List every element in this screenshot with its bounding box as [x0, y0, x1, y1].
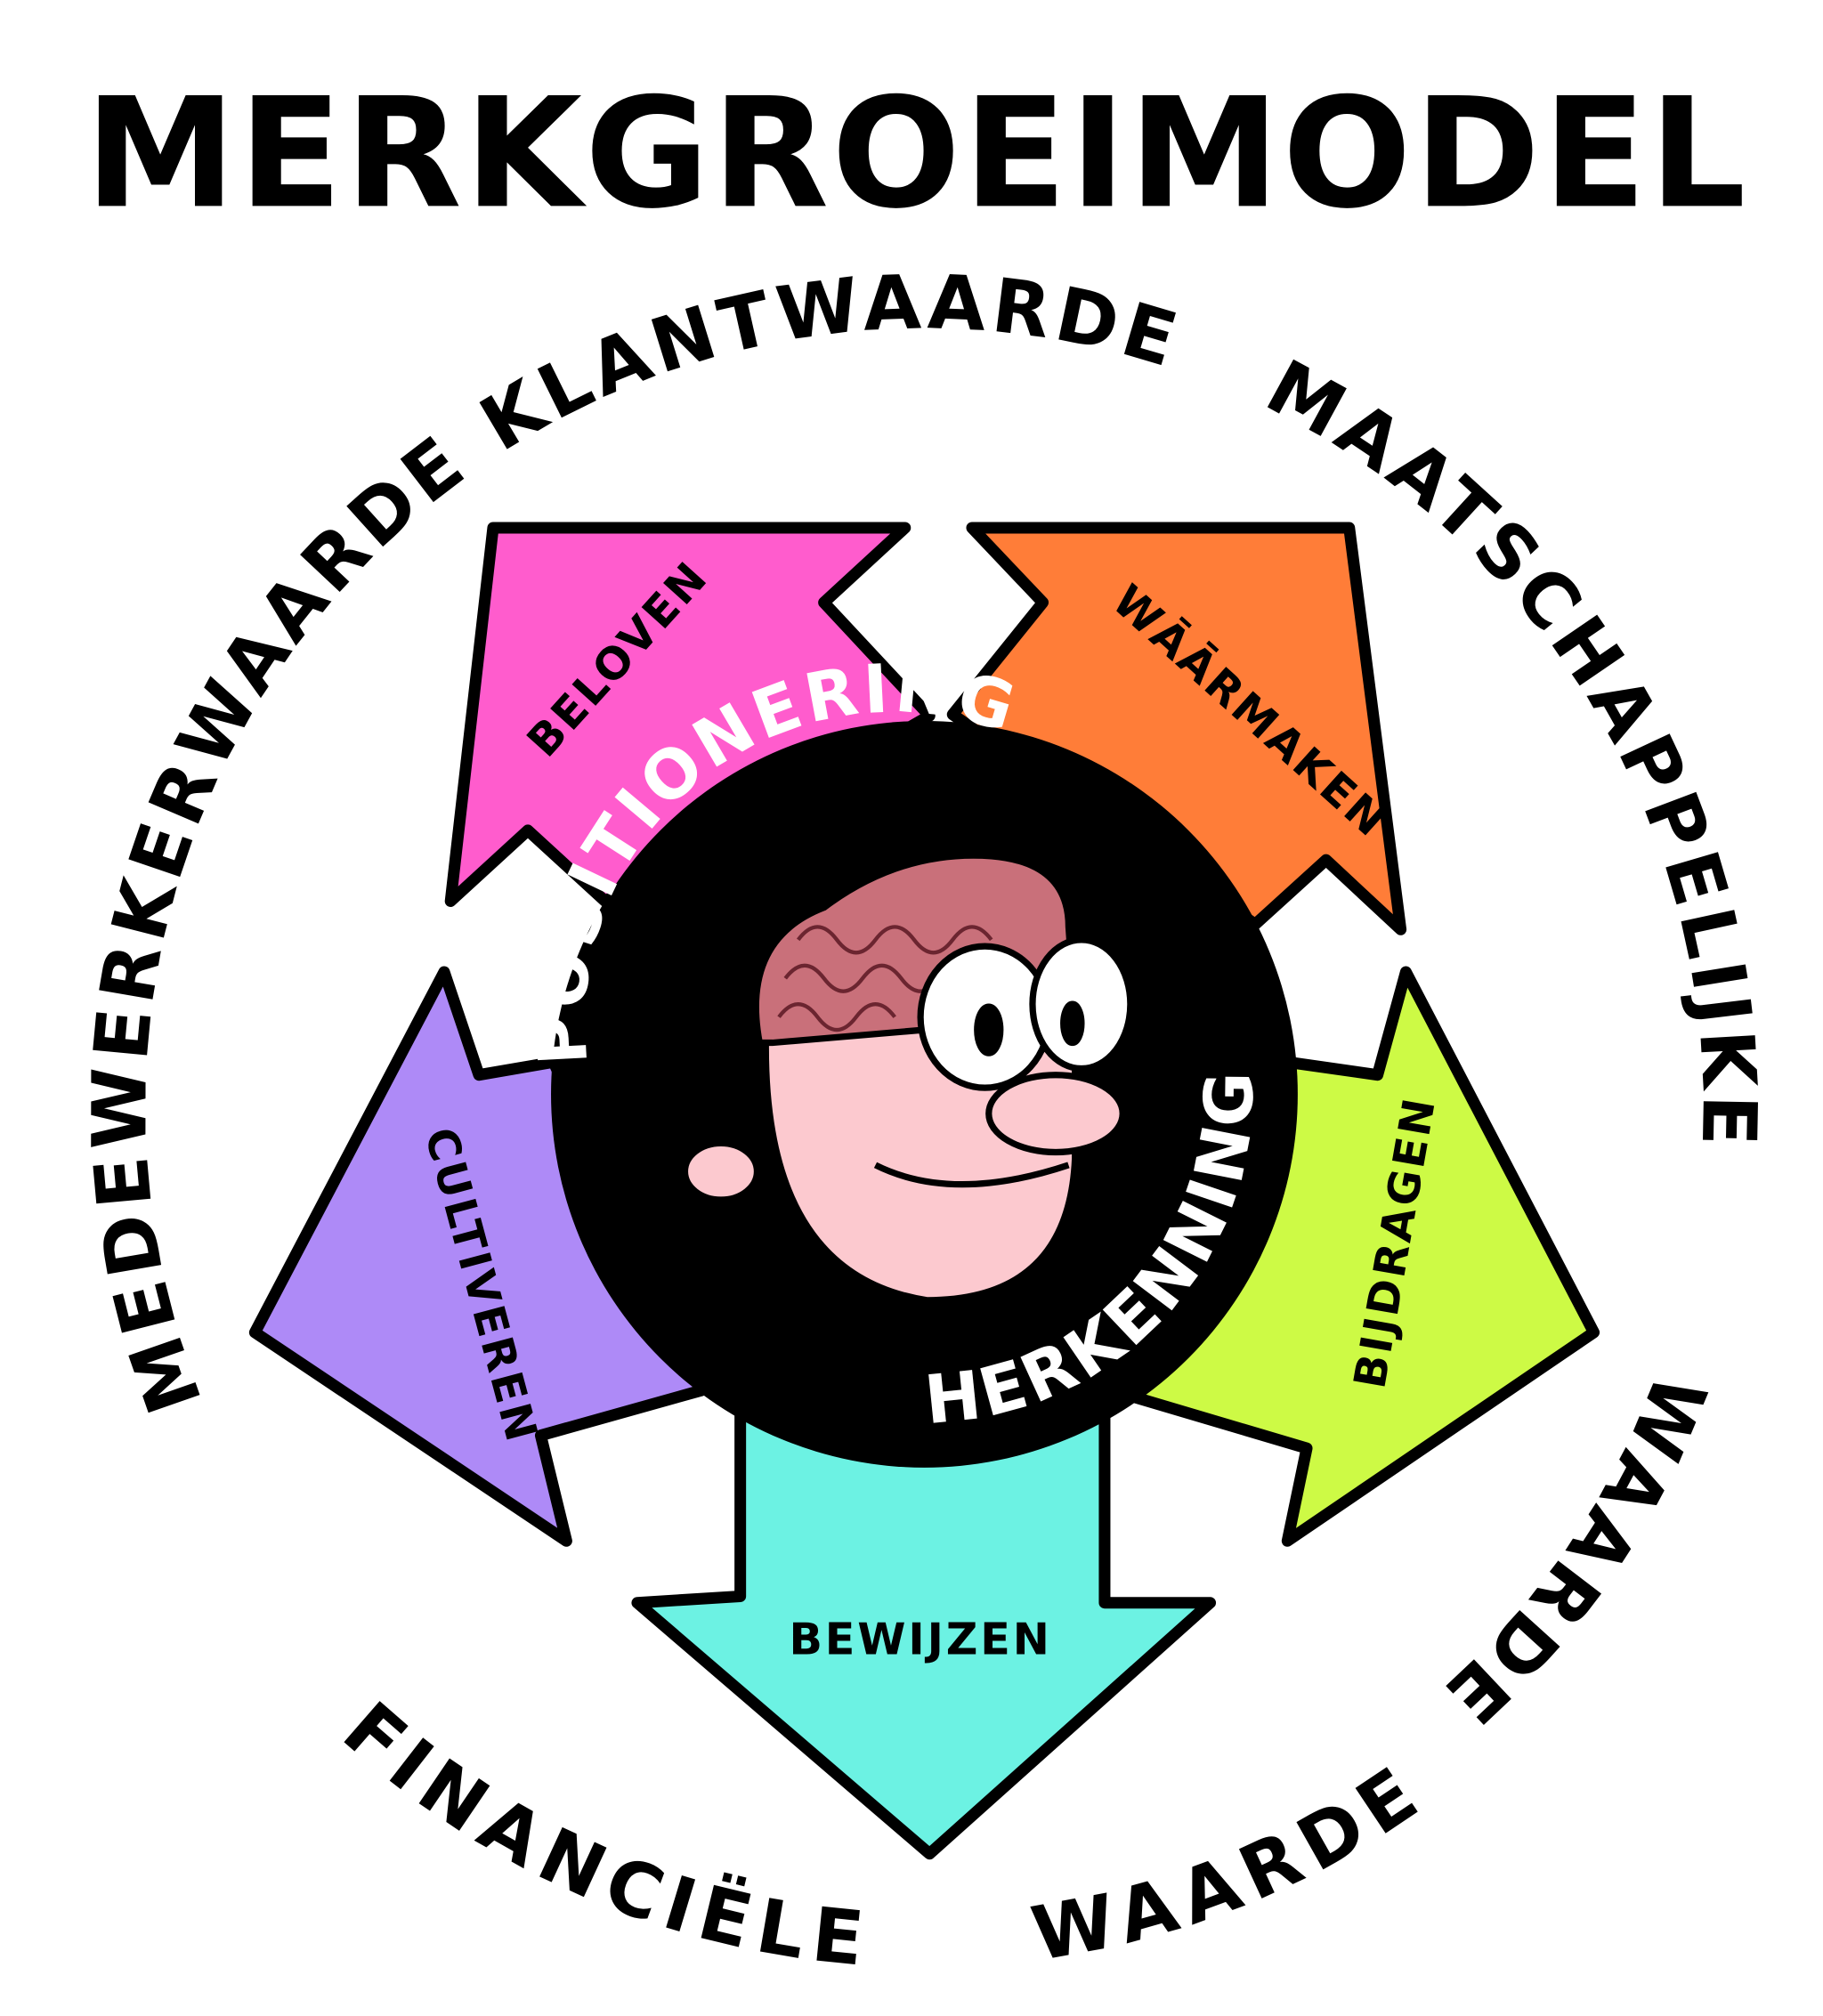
arrow-label-bewijzen: BEWIJZEN: [789, 1614, 1051, 1665]
brain-head-illustration: [681, 852, 1134, 1304]
diagram-title: MERKGROEIMODEL: [85, 66, 1748, 242]
arrow-bewijzen: [631, 1404, 1217, 1860]
arrow-bijdragen: [1127, 966, 1600, 1547]
label-klantwaarde: KLANTWAARDE: [466, 258, 1191, 467]
arrow-cultiveren: [248, 966, 708, 1547]
label-financiele-waarde: WAARDE: [1025, 1748, 1437, 1978]
arrow-waarmaken: [946, 522, 1407, 935]
